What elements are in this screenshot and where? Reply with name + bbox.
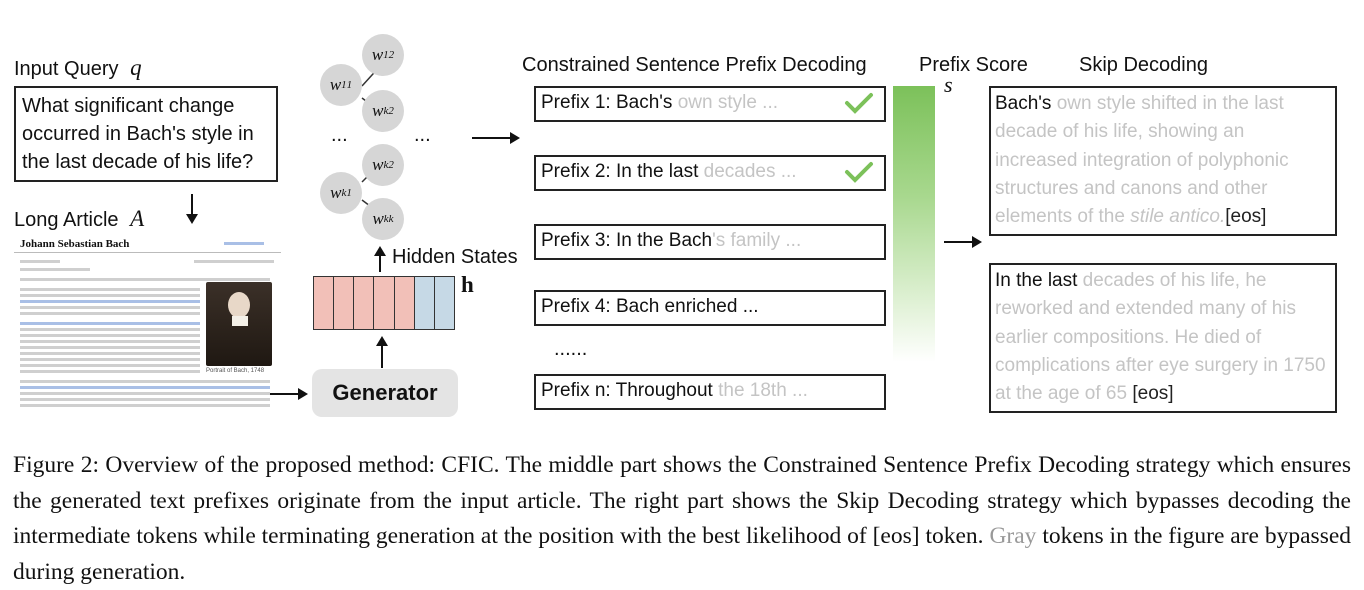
portrait-caption: Portrait of Bach, 1748 bbox=[206, 368, 265, 374]
output-1-gray: own style shifted in the last decade of … bbox=[995, 93, 1289, 228]
prefix-box-4: Prefix 4: Bach enriched ... bbox=[534, 290, 886, 326]
output-1-text: Bach's bbox=[995, 93, 1052, 114]
input-query-label: Input Query q bbox=[14, 55, 142, 81]
article-var: A bbox=[130, 206, 145, 231]
hidden-state-bar bbox=[313, 276, 455, 330]
arrow-hidden-up bbox=[374, 246, 386, 272]
check-icon bbox=[845, 93, 873, 114]
generator-block: Generator bbox=[312, 369, 458, 417]
prefix-n-text: Prefix n: Throughout bbox=[541, 380, 719, 401]
check-icon bbox=[845, 162, 873, 183]
prefix-box-3: Prefix 3: In the Bach's family ... bbox=[534, 224, 886, 260]
hidden-states-label: Hidden States bbox=[392, 246, 518, 268]
caption-lead: Figure 2: Overview of the proposed metho… bbox=[13, 452, 1351, 549]
arrow-query-down bbox=[186, 194, 198, 224]
prefix-box-1: Prefix 1: Bach's own style ... bbox=[534, 86, 886, 122]
tree-dots-right: ... bbox=[414, 124, 431, 146]
prefix-score-title: Prefix Score bbox=[919, 54, 1028, 76]
prefix-n-gray: the 18th ... bbox=[718, 380, 808, 401]
caption-gray-word: Gray bbox=[989, 523, 1037, 549]
query-var: q bbox=[130, 55, 142, 80]
wiki-title: Johann Sebastian Bach bbox=[20, 238, 130, 250]
prefix-1-text: Prefix 1: Bach's bbox=[541, 92, 678, 113]
input-query-text: What significant change occurred in Bach… bbox=[22, 95, 254, 173]
input-query-label-text: Input Query bbox=[14, 58, 119, 80]
arrow-tree-to-prefixes bbox=[472, 132, 520, 144]
prefix-score-gradient-bar bbox=[893, 86, 935, 362]
output-1-gray-italic: stile antico. bbox=[1130, 206, 1226, 228]
input-query-box: What significant change occurred in Bach… bbox=[14, 86, 278, 182]
output-2-text: In the last bbox=[995, 270, 1078, 291]
bach-portrait bbox=[206, 282, 272, 366]
skip-output-box-2: In the last decades of his life, he rewo… bbox=[989, 263, 1337, 413]
arrow-article-to-generator bbox=[270, 388, 308, 400]
output-2-gray: decades of his life, he reworked and ext… bbox=[995, 270, 1326, 405]
prefix-box-2: Prefix 2: In the last decades ... bbox=[534, 155, 886, 191]
constrained-title: Constrained Sentence Prefix Decoding bbox=[522, 54, 867, 76]
prefix-3-gray: 's family ... bbox=[712, 230, 802, 251]
prefix-2-text: Prefix 2: In the last bbox=[541, 161, 704, 182]
long-article-label: Long Article A bbox=[14, 206, 144, 232]
prefix-2-gray: decades ... bbox=[703, 161, 797, 182]
prefix-4-text: Prefix 4: Bach enriched ... bbox=[541, 296, 759, 317]
output-1-eos: [eos] bbox=[1225, 206, 1267, 228]
wiki-article-thumbnail: Johann Sebastian Bach Portrait of Bach, … bbox=[14, 236, 281, 416]
skip-decoding-title: Skip Decoding bbox=[1079, 54, 1208, 76]
output-2-eos: [eos] bbox=[1132, 383, 1174, 405]
arrow-generator-up bbox=[376, 336, 388, 368]
caption-tail: tokens in the figure are bypassed during… bbox=[13, 523, 1352, 585]
prefix-box-n: Prefix n: Throughout the 18th ... bbox=[534, 374, 886, 410]
hidden-var: h bbox=[461, 272, 474, 297]
figure-caption: Figure 2: Overview of the proposed metho… bbox=[13, 448, 1351, 590]
score-var: s bbox=[944, 72, 953, 97]
long-article-label-text: Long Article bbox=[14, 209, 119, 231]
tree-dots-left: ... bbox=[331, 124, 348, 146]
arrow-score-to-outputs bbox=[944, 236, 982, 248]
skip-output-box-1: Bach's own style shifted in the last dec… bbox=[989, 86, 1337, 236]
prefix-ellipsis: ...... bbox=[554, 338, 588, 360]
prefix-1-gray: own style ... bbox=[677, 92, 779, 113]
prefix-3-text: Prefix 3: In the Bach bbox=[541, 230, 713, 251]
